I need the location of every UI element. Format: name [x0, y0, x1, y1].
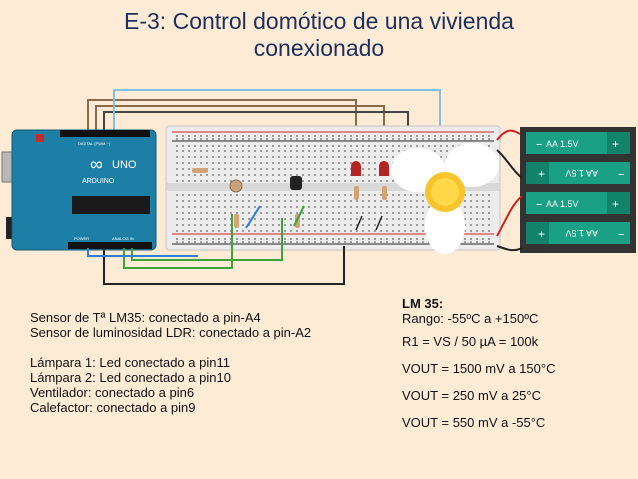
battery-cell-2: + AA 1.5V − — [526, 162, 630, 184]
led-lamp2 — [379, 161, 389, 176]
note-fan: Ventilador: conectado a pin6 — [30, 385, 195, 400]
arduino-logo-icon: ∞ — [90, 154, 103, 174]
spec-vout-3: VOUT = 550 mV a -55°C — [402, 415, 546, 430]
battery-pack: − AA 1.5V + + AA 1.5V − − AA 1.5V + — [520, 127, 636, 253]
note-lamp1: Lámpara 1: Led conectado a pin11 — [30, 355, 230, 370]
svg-text:+: + — [538, 167, 545, 181]
spec-range: Rango: -55ºC a +150ºC — [402, 311, 539, 326]
svg-text:+: + — [612, 197, 619, 211]
arduino-power-label: POWER — [74, 236, 89, 241]
svg-text:−: − — [618, 229, 624, 241]
svg-text:−: − — [536, 139, 542, 151]
note-heater: Calefactor: conectado a pin9 — [30, 400, 196, 415]
lm35-specs: LM 35: Rango: -55ºC a +150ºC R1 = VS / 5… — [402, 296, 555, 431]
battery-wires — [496, 129, 523, 252]
spec-r1: R1 = VS / 50 µA = 100k — [402, 334, 539, 349]
spec-heading: LM 35: — [402, 296, 444, 311]
svg-text:+: + — [612, 137, 619, 151]
note-lm35: Sensor de Tª LM35: conectado a pin-A4 — [30, 310, 261, 325]
note-lamp2: Lámpara 2: Led conectado a pin10 — [30, 370, 231, 385]
svg-text:−: − — [536, 199, 542, 211]
resistor-r2 — [234, 214, 239, 228]
svg-text:AA 1.5V: AA 1.5V — [546, 139, 579, 149]
title-line-1: E-3: Control domótico de una vivienda — [124, 8, 514, 34]
svg-text:AA 1.5V: AA 1.5V — [565, 168, 598, 178]
note-ldr: Sensor de luminosidad LDR: conectado a p… — [30, 325, 312, 340]
arduino-model: UNO — [112, 159, 137, 171]
battery-cell-4: + AA 1.5V − — [526, 222, 630, 244]
wire-5v — [87, 248, 198, 257]
resistor-r1 — [192, 168, 208, 173]
arduino-digital-label: DIGITAL (PWM ~) — [78, 141, 111, 146]
spec-vout-1: VOUT = 1500 mV a 150°C — [402, 361, 556, 376]
connection-notes: Sensor de Tª LM35: conectado a pin-A4 Se… — [30, 310, 311, 415]
arduino-brand: ARDUINO — [82, 178, 115, 185]
arduino-analog-label: ANALOG IN — [112, 236, 134, 241]
fan-icon — [391, 143, 499, 254]
title-line-2: conexionado — [253, 35, 385, 61]
signal-wires-bottom — [87, 205, 345, 285]
wire-a2 — [123, 214, 233, 269]
resistor-r5 — [382, 186, 387, 200]
lm35-sensor — [290, 176, 302, 190]
resistor-r4 — [354, 186, 359, 200]
svg-text:AA 1.5V: AA 1.5V — [546, 199, 579, 209]
components — [192, 161, 389, 231]
spec-vout-2: VOUT = 250 mV a 25°C — [402, 388, 541, 403]
led-lamp1 — [351, 161, 361, 176]
slide-title: E-3: Control domótico de una vivienda co… — [0, 8, 638, 62]
ldr-sensor — [229, 179, 243, 193]
battery-cell-1: − AA 1.5V + — [526, 132, 630, 154]
wire-gnd — [103, 246, 345, 285]
svg-text:−: − — [618, 169, 624, 181]
svg-text:AA 1.5V: AA 1.5V — [565, 228, 598, 238]
breadboard-holes — [176, 135, 490, 243]
svg-text:+: + — [538, 227, 545, 241]
battery-cell-3: − AA 1.5V + — [526, 192, 630, 214]
arduino-board: ∞ ARDUINO UNO DIGITAL (PWM ~) POWER ANAL… — [1, 129, 157, 251]
wire-a4 — [131, 218, 283, 261]
